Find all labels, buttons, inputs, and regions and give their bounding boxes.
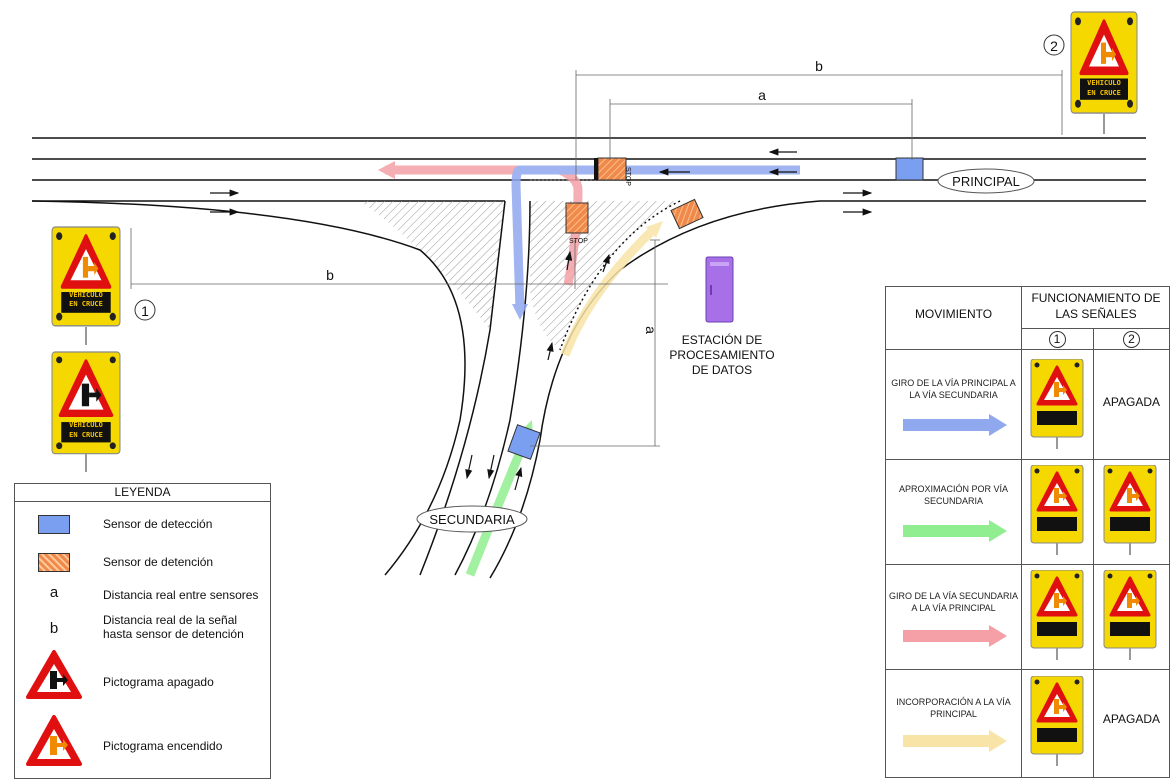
sign-1-off-text-2: EN CRUCE: [69, 431, 103, 439]
sign-1-number: 1: [141, 303, 149, 319]
detection-sensor-secondary: [507, 424, 541, 460]
sign-2-text-2: EN CRUCE: [1087, 89, 1121, 97]
legend-label: Distancia real entre sensores: [103, 588, 259, 602]
movement-arrows: [378, 161, 800, 577]
legend-symbol-a: a: [49, 584, 59, 601]
legend-label: Sensor de detención: [103, 555, 214, 569]
legend: LEYENDA Sensor de detección Sensor de de…: [14, 483, 271, 779]
movement-arrow-2: [903, 520, 1007, 542]
row4-sign1-on: [1030, 676, 1084, 766]
movement-arrow-1: [903, 414, 1007, 436]
sign-1-text-1: VEHICULO: [69, 291, 103, 299]
center-island: [530, 201, 680, 350]
col-movement-header: MOVIMIENTO: [914, 307, 993, 321]
row3-sign1-on: [1030, 570, 1084, 660]
detection-sensor-main: [895, 157, 924, 181]
stop-mark-main: STOP: [624, 167, 631, 186]
stop-sensor-swatch: [38, 553, 70, 572]
dim-b-top-label: b: [815, 58, 823, 74]
legend-item-on: Pictograma encendido: [15, 712, 270, 772]
legend-item-b: b Distancia real de la señal hasta senso…: [15, 612, 270, 644]
principal-label: PRINCIPAL: [952, 174, 1020, 189]
legend-item-off: Pictograma apagado: [15, 649, 270, 704]
sign-2-number: 2: [1050, 38, 1058, 54]
left-island: [360, 201, 505, 330]
processing-station-icon: [705, 256, 734, 323]
movement-label-4: INCORPORACIÓN A LA VÍA PRINCIPAL: [896, 697, 1011, 719]
legend-label: Pictograma encendido: [103, 739, 223, 753]
main-road: [32, 137, 1146, 202]
legend-item-detection: Sensor de detección: [15, 512, 270, 536]
sign-1-on: [50, 225, 122, 328]
stop-sensor-secondary: [565, 202, 589, 234]
movement-label-2: APROXIMACIÓN POR VÍA SECUNDARIA: [898, 484, 1009, 506]
stop-sensor-main: [597, 157, 627, 181]
stop-mark-secondary: STOP: [569, 238, 588, 245]
legend-title: LEYENDA: [15, 484, 270, 502]
col-sign2-header: 2: [1094, 331, 1169, 348]
legend-item-a: a Distancia real entre sensores: [15, 584, 270, 604]
station-label-2: PROCESAMIENTO: [669, 348, 774, 362]
detection-sensor-swatch: [38, 515, 70, 534]
sign-1-text-2: EN CRUCE: [69, 300, 103, 308]
dimension-lines: [130, 70, 1063, 447]
stop-sensor-merge: [670, 198, 704, 230]
legend-label: Pictograma apagado: [103, 675, 214, 689]
row4-sign2-state: APAGADA: [1102, 712, 1161, 726]
station-label-3: DE DATOS: [692, 363, 752, 377]
lane-arrows: [210, 148, 873, 491]
dim-b-left-label: b: [326, 267, 334, 283]
stop-bar: [594, 158, 598, 180]
legend-symbol-b: b: [49, 620, 59, 637]
movement-arrow-3: [903, 625, 1007, 647]
dim-a-right-label: a: [643, 326, 659, 334]
legend-label: Sensor de detección: [103, 517, 213, 531]
row2-sign1-on: [1030, 465, 1084, 555]
row3-sign2-on: [1103, 570, 1157, 660]
station-label-1: ESTACIÓN DE: [682, 332, 762, 347]
sign-1-off-text-1: VEHICULO: [69, 421, 103, 429]
row1-sign1-on: [1030, 359, 1084, 449]
pictogram-on-icon: [26, 715, 82, 766]
legend-item-stop: Sensor de detención: [15, 550, 270, 574]
col-sign1-header: 1: [1021, 331, 1093, 348]
secundaria-label: SECUNDARIA: [429, 512, 515, 527]
pictogram-off-icon: [26, 650, 82, 699]
function-table: MOVIMIENTO FUNCIONAMIENTO DE LAS SEÑALES…: [885, 286, 1170, 778]
row1-sign2-state: APAGADA: [1102, 395, 1161, 409]
row2-sign2-on: [1103, 465, 1157, 555]
legend-label: Distancia real de la señal hasta sensor …: [103, 613, 244, 641]
dim-a-top-label: a: [758, 87, 766, 103]
col-function-header: FUNCIONAMIENTO DE LAS SEÑALES: [1031, 291, 1161, 321]
movement-label-3: GIRO DE LA VÍA SECUNDARIA A LA VÍA PRINC…: [888, 591, 1019, 613]
movement-label-1: GIRO DE LA VÍA PRINCIPAL A LA VÍA SECUND…: [891, 378, 1016, 400]
movement-arrow-4: [903, 730, 1007, 752]
sign-2-on: [1069, 10, 1139, 116]
sign-2-text-1: VEHICULO: [1087, 79, 1121, 87]
